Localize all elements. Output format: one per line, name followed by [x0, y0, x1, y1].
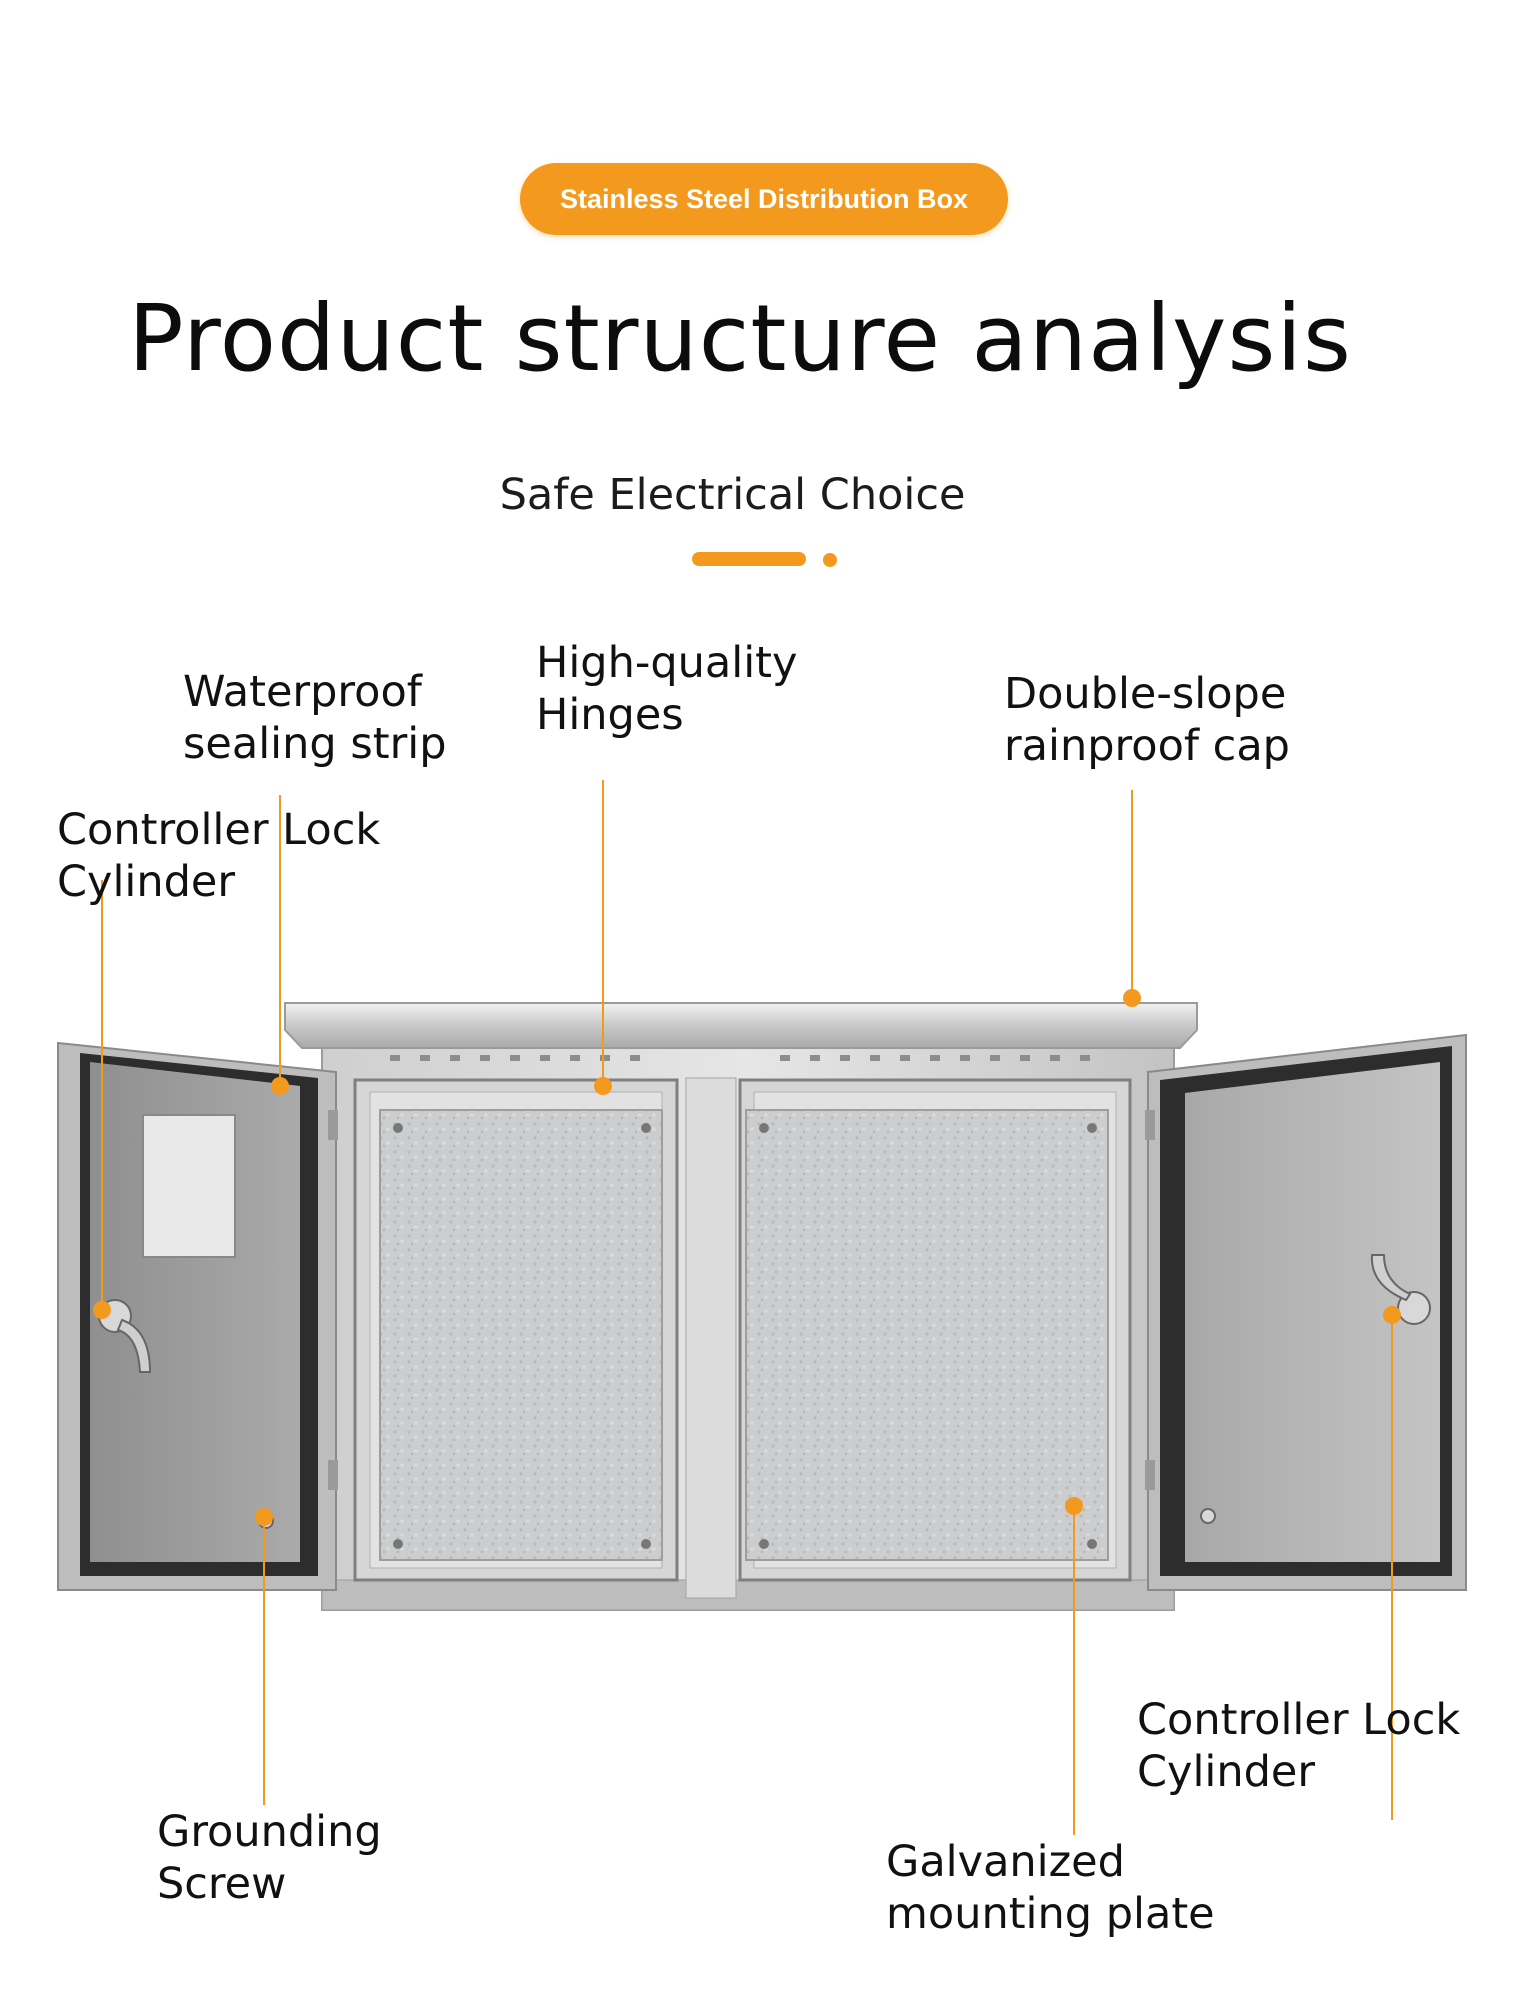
product-category-badge: Stainless Steel Distribution Box: [520, 163, 1008, 235]
lock-cylinder-right: [1370, 1254, 1431, 1325]
page-title: Product structure analysis: [128, 285, 1352, 392]
vent-slots: [390, 1055, 1090, 1061]
callout-markers: [93, 989, 1401, 1526]
right-compartment: [738, 1078, 1132, 1582]
mounting-plate-right: [745, 1109, 1109, 1561]
mounting-plate-left: [379, 1109, 663, 1561]
right-door: [1145, 1033, 1467, 1591]
page-subtitle: Safe Electrical Choice: [499, 470, 966, 520]
left-compartment: [353, 1078, 679, 1582]
left-door: [57, 1041, 338, 1591]
rainproof-cap: [284, 1002, 1198, 1049]
meter-window: [142, 1114, 236, 1258]
accent-dash: [692, 552, 806, 566]
accent-dot: [823, 553, 837, 567]
leader-lines: [101, 780, 1393, 1835]
